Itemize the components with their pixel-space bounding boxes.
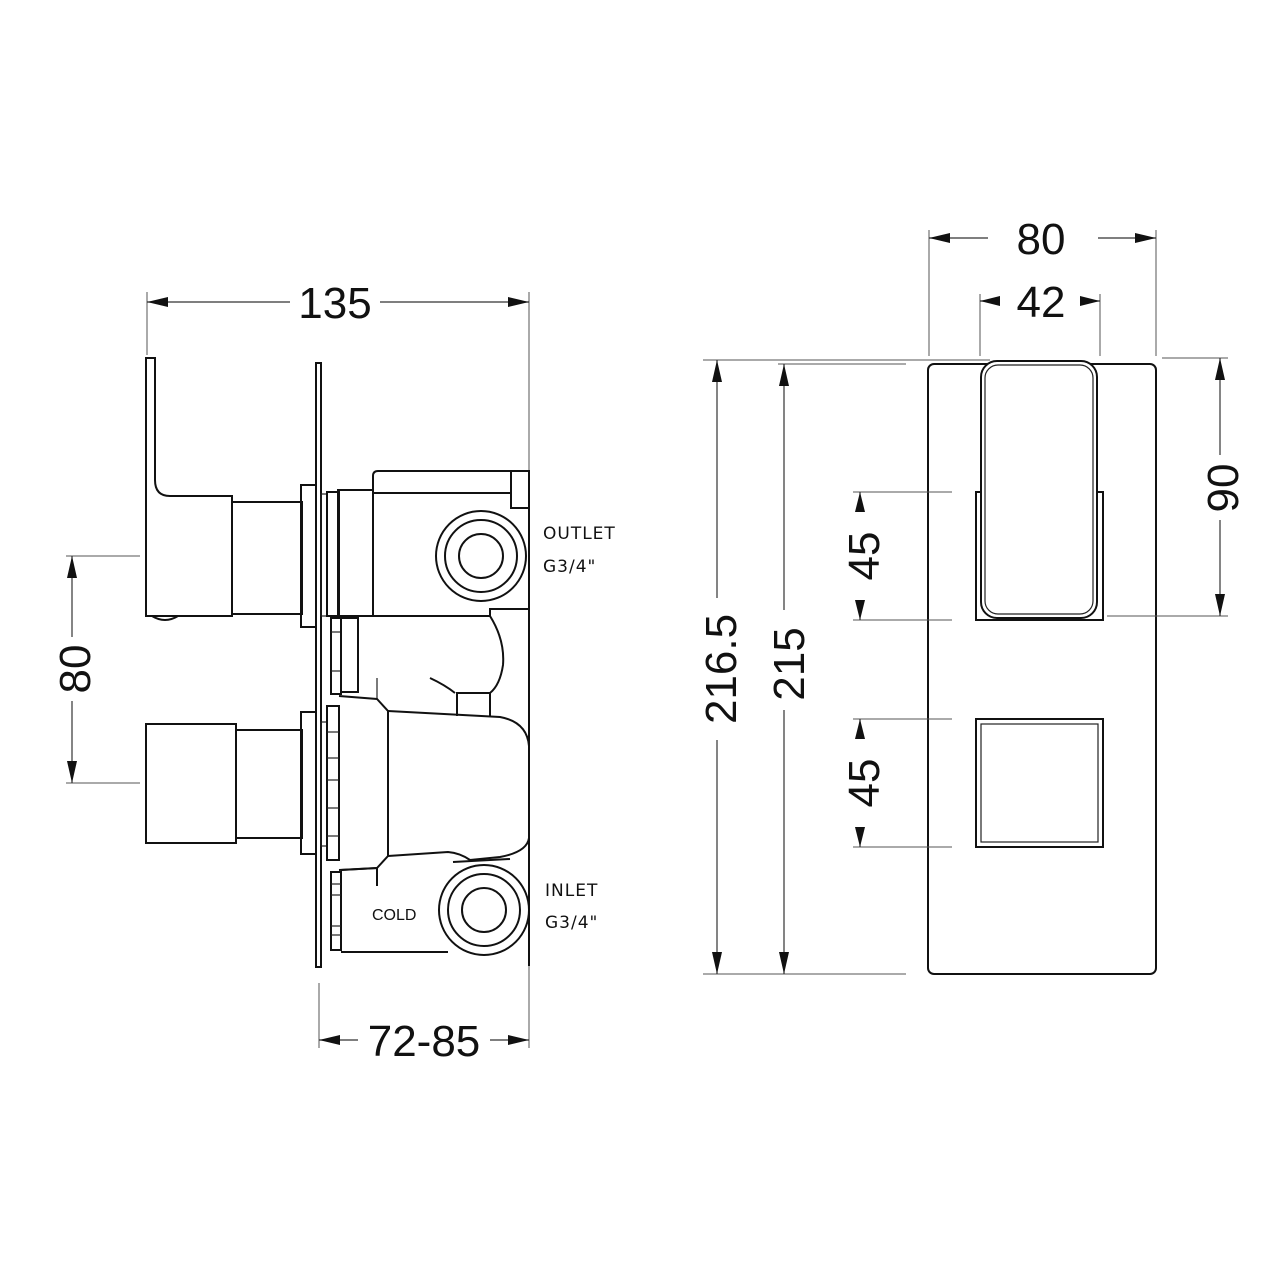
- outlet-port: OUTLET G3/4": [435, 510, 616, 602]
- wall-flanges: [300, 362, 374, 968]
- dim-label-overall-height: 216.5: [697, 614, 746, 724]
- dim-label-overall-depth: 135: [298, 279, 371, 328]
- dim-label-knob-size: 45: [840, 759, 889, 808]
- dim-label-plate-width: 80: [1017, 215, 1066, 264]
- cold-label: COLD: [372, 907, 416, 924]
- dimension-handle-spacing: 80: [51, 555, 140, 784]
- dimension-overall-depth: 135: [146, 279, 530, 470]
- inlet-port: INLET G3/4" COLD: [372, 864, 598, 956]
- dimension-handle-width: 42: [979, 278, 1101, 356]
- lever-handle: [145, 357, 303, 621]
- knob-front: [975, 718, 1104, 848]
- dim-label-handle-height: 90: [1199, 464, 1248, 513]
- outlet-thread-label: G3/4": [543, 557, 596, 577]
- valve-body: [326, 470, 530, 966]
- dimension-knob-size: 45: [840, 718, 952, 848]
- front-view: 80 42 216.5 215: [697, 215, 1248, 975]
- dimension-plate-height: 215: [765, 363, 906, 974]
- diverter-knob: [145, 723, 303, 844]
- dim-label-handle-spacing: 80: [51, 645, 100, 694]
- dimension-wall-depth: 72-85: [318, 966, 530, 1066]
- dim-label-lever-offset: 45: [840, 532, 889, 581]
- outlet-label: OUTLET: [543, 524, 616, 544]
- dimension-plate-width: 80: [928, 215, 1157, 356]
- dimension-lever-offset: 45: [840, 491, 952, 621]
- dim-label-wall-depth: 72-85: [368, 1017, 481, 1066]
- inlet-label: INLET: [545, 881, 598, 901]
- inlet-thread-label: G3/4": [545, 913, 598, 933]
- dim-label-plate-height: 215: [765, 627, 814, 700]
- lever-handle-front: [975, 360, 1104, 621]
- dimension-overall-height: 216.5: [697, 359, 990, 975]
- dimension-handle-height: 90: [1107, 357, 1248, 617]
- dim-label-handle-width: 42: [1017, 278, 1066, 327]
- side-view: 135: [51, 279, 616, 1066]
